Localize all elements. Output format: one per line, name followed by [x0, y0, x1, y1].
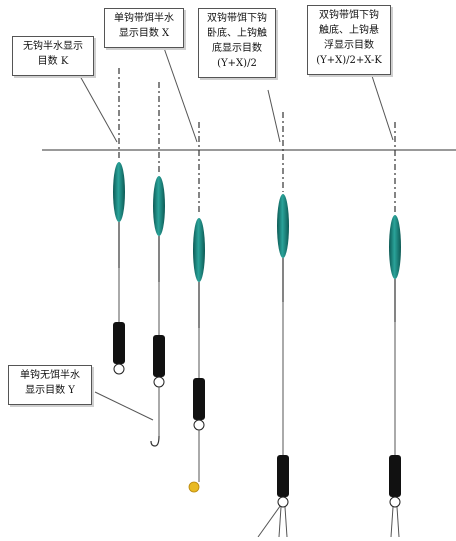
callout-line: 卧底、上钩触: [207, 28, 267, 39]
sinker: [389, 455, 401, 497]
pointer-y: [94, 391, 154, 421]
sinker: [153, 335, 165, 377]
swivel-ring: [389, 496, 401, 508]
float-body: [277, 194, 289, 258]
float-rig-double-hook-upper-float: [389, 122, 401, 538]
callout-line: 无钩半水显示: [23, 41, 83, 52]
swivel-ring: [113, 363, 125, 375]
float-body: [153, 176, 165, 236]
callout-line: (Y+X)/2+X-K: [316, 55, 382, 66]
float-rig-single-hook-no-bait: [188, 122, 205, 493]
bait-ball: [188, 481, 200, 493]
sinker: [193, 378, 205, 420]
callout-line: 双钩带饵下钩: [319, 10, 379, 21]
callout-line: 双钩带饵下钩: [207, 13, 267, 24]
sinker: [113, 322, 125, 364]
fish-hook: [150, 435, 160, 447]
hook-leader-left: [390, 506, 394, 538]
pointer-x: [163, 47, 198, 143]
callout-line: 触底、上钩悬: [319, 25, 379, 36]
pointer-upper: [371, 75, 394, 141]
pointer-bottom: [257, 501, 284, 538]
hook-leader-right: [396, 506, 400, 538]
pointer-k: [79, 75, 118, 143]
callout-single-hook-no-bait-half-water: 单钩无饵半水 显示目数 Y: [8, 365, 92, 405]
float-rig-single-hook-bait: [150, 82, 165, 447]
float-body: [389, 215, 401, 279]
float-body: [193, 218, 205, 282]
callout-double-hook-bait-upper-float: 双钩带饵下钩 触底、上钩悬 浮显示目数 (Y+X)/2+X-K: [307, 5, 391, 75]
callout-pointers: [79, 47, 394, 538]
sinker: [277, 455, 289, 497]
swivel-ring: [277, 496, 289, 508]
float-rig-double-hook-bottom: [277, 112, 289, 538]
callout-line: 显示目数 Y: [25, 385, 75, 396]
callout-line: 目数 K: [37, 56, 69, 67]
callout-line: 浮显示目数: [324, 40, 374, 51]
swivel-ring: [193, 419, 205, 431]
callout-line: 单钩无饵半水: [20, 370, 80, 381]
float-body: [113, 162, 125, 222]
pointer-yx2: [267, 89, 281, 143]
callout-single-hook-bait-half-water: 单钩带饵半水 显示目数 X: [104, 8, 184, 48]
float-rig-no-hook: [113, 68, 125, 375]
callout-no-hook-half-water: 无钩半水显示 目数 K: [12, 36, 94, 76]
hook-leader-left: [278, 506, 282, 538]
swivel-ring: [153, 376, 165, 388]
hook-leader-right: [284, 506, 288, 538]
callout-double-hook-bait-bottom-touch: 双钩带饵下钩 卧底、上钩触 底显示目数 (Y+X)/2: [198, 8, 276, 78]
callout-line: 显示目数 X: [118, 28, 170, 39]
callout-line: (Y+X)/2: [217, 58, 257, 69]
callout-line: 单钩带饵半水: [114, 13, 174, 24]
callout-line: 底显示目数: [212, 43, 262, 54]
